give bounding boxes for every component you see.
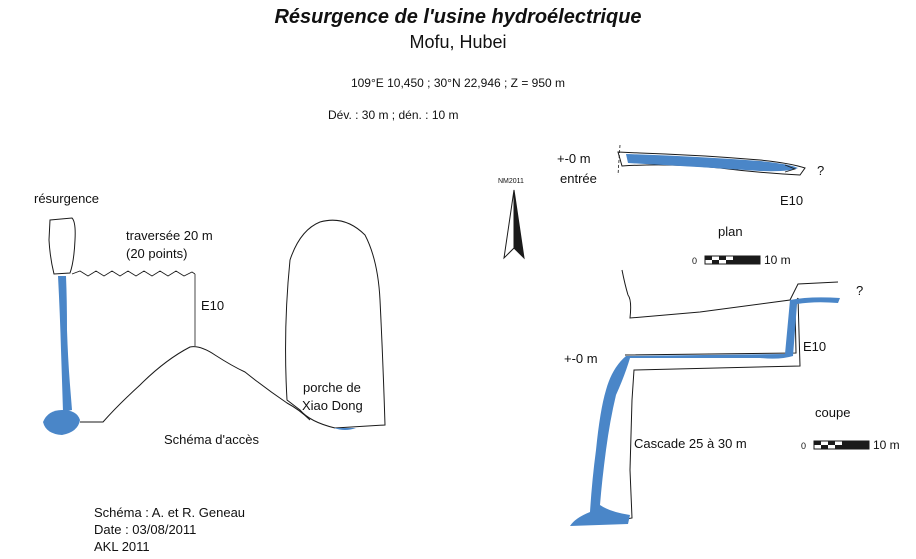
map-subtitle: Mofu, Hubei (409, 32, 507, 52)
plan-end-mark (784, 164, 797, 173)
terrain-profile (80, 346, 311, 423)
porch-stream (334, 428, 356, 430)
plan-datum-label: +-0 m (557, 151, 591, 166)
resurgence-pool (43, 410, 80, 435)
section-water (570, 297, 840, 526)
map-title: Résurgence de l'usine hydroélectrique (274, 6, 642, 28)
credits-team: AKL 2011 (94, 539, 150, 554)
waterfall-label: Cascade 25 à 30 m (634, 436, 747, 451)
resurgence-label: résurgence (34, 191, 100, 206)
plan-e10-label: E10 (780, 193, 804, 208)
plan-view-drawing (617, 144, 806, 176)
section-scale-end: 10 m (873, 438, 900, 452)
access-sketch (48, 217, 386, 429)
plan-question-mark: ? (817, 163, 825, 178)
section-view-label: coupe (815, 405, 851, 420)
plan-view-label: plan (718, 224, 743, 239)
section-scale-start: 0 (801, 441, 807, 451)
plan-scale-start: 0 (692, 256, 698, 266)
access-water (43, 276, 356, 435)
plan-water (626, 154, 798, 172)
porch-label: porche de (303, 380, 361, 395)
porch-rock-outline (285, 219, 386, 429)
traverse-label: traversée 20 m (126, 228, 213, 243)
traverse-line (71, 270, 196, 277)
resurgence-rock-outline (48, 217, 76, 275)
development-stats: Dév. : 30 m ; dén. : 10 m (328, 108, 459, 122)
section-datum-label: +-0 m (564, 351, 598, 366)
section-question-mark: ? (856, 283, 864, 298)
plan-entrance-dash (617, 144, 621, 176)
north-arrow-symbol (503, 189, 525, 260)
traverse-points-label: (20 points) (126, 246, 188, 261)
coordinates-text: 109°E 10,450 ; 30°N 22,946 ; Z = 950 m (350, 76, 566, 90)
section-passage-outline (597, 269, 839, 525)
section-e10-label: E10 (803, 339, 827, 354)
section-scale-bar (813, 440, 870, 450)
credits-author: Schéma : A. et R. Geneau (94, 505, 246, 520)
north-arrow-label: NM2011 (498, 178, 524, 185)
plan-entrance-label: entrée (560, 171, 597, 186)
xiao-dong-label: Xiao Dong (302, 398, 363, 413)
section-view-drawing (570, 269, 840, 526)
access-caption: Schéma d'accès (164, 432, 259, 447)
plan-scale-bar (704, 255, 761, 265)
e10-access-label: E10 (201, 298, 225, 313)
plan-scale-end: 10 m (764, 253, 791, 267)
resurgence-stream (58, 276, 72, 412)
credits-date: Date : 03/08/2011 (94, 522, 197, 537)
